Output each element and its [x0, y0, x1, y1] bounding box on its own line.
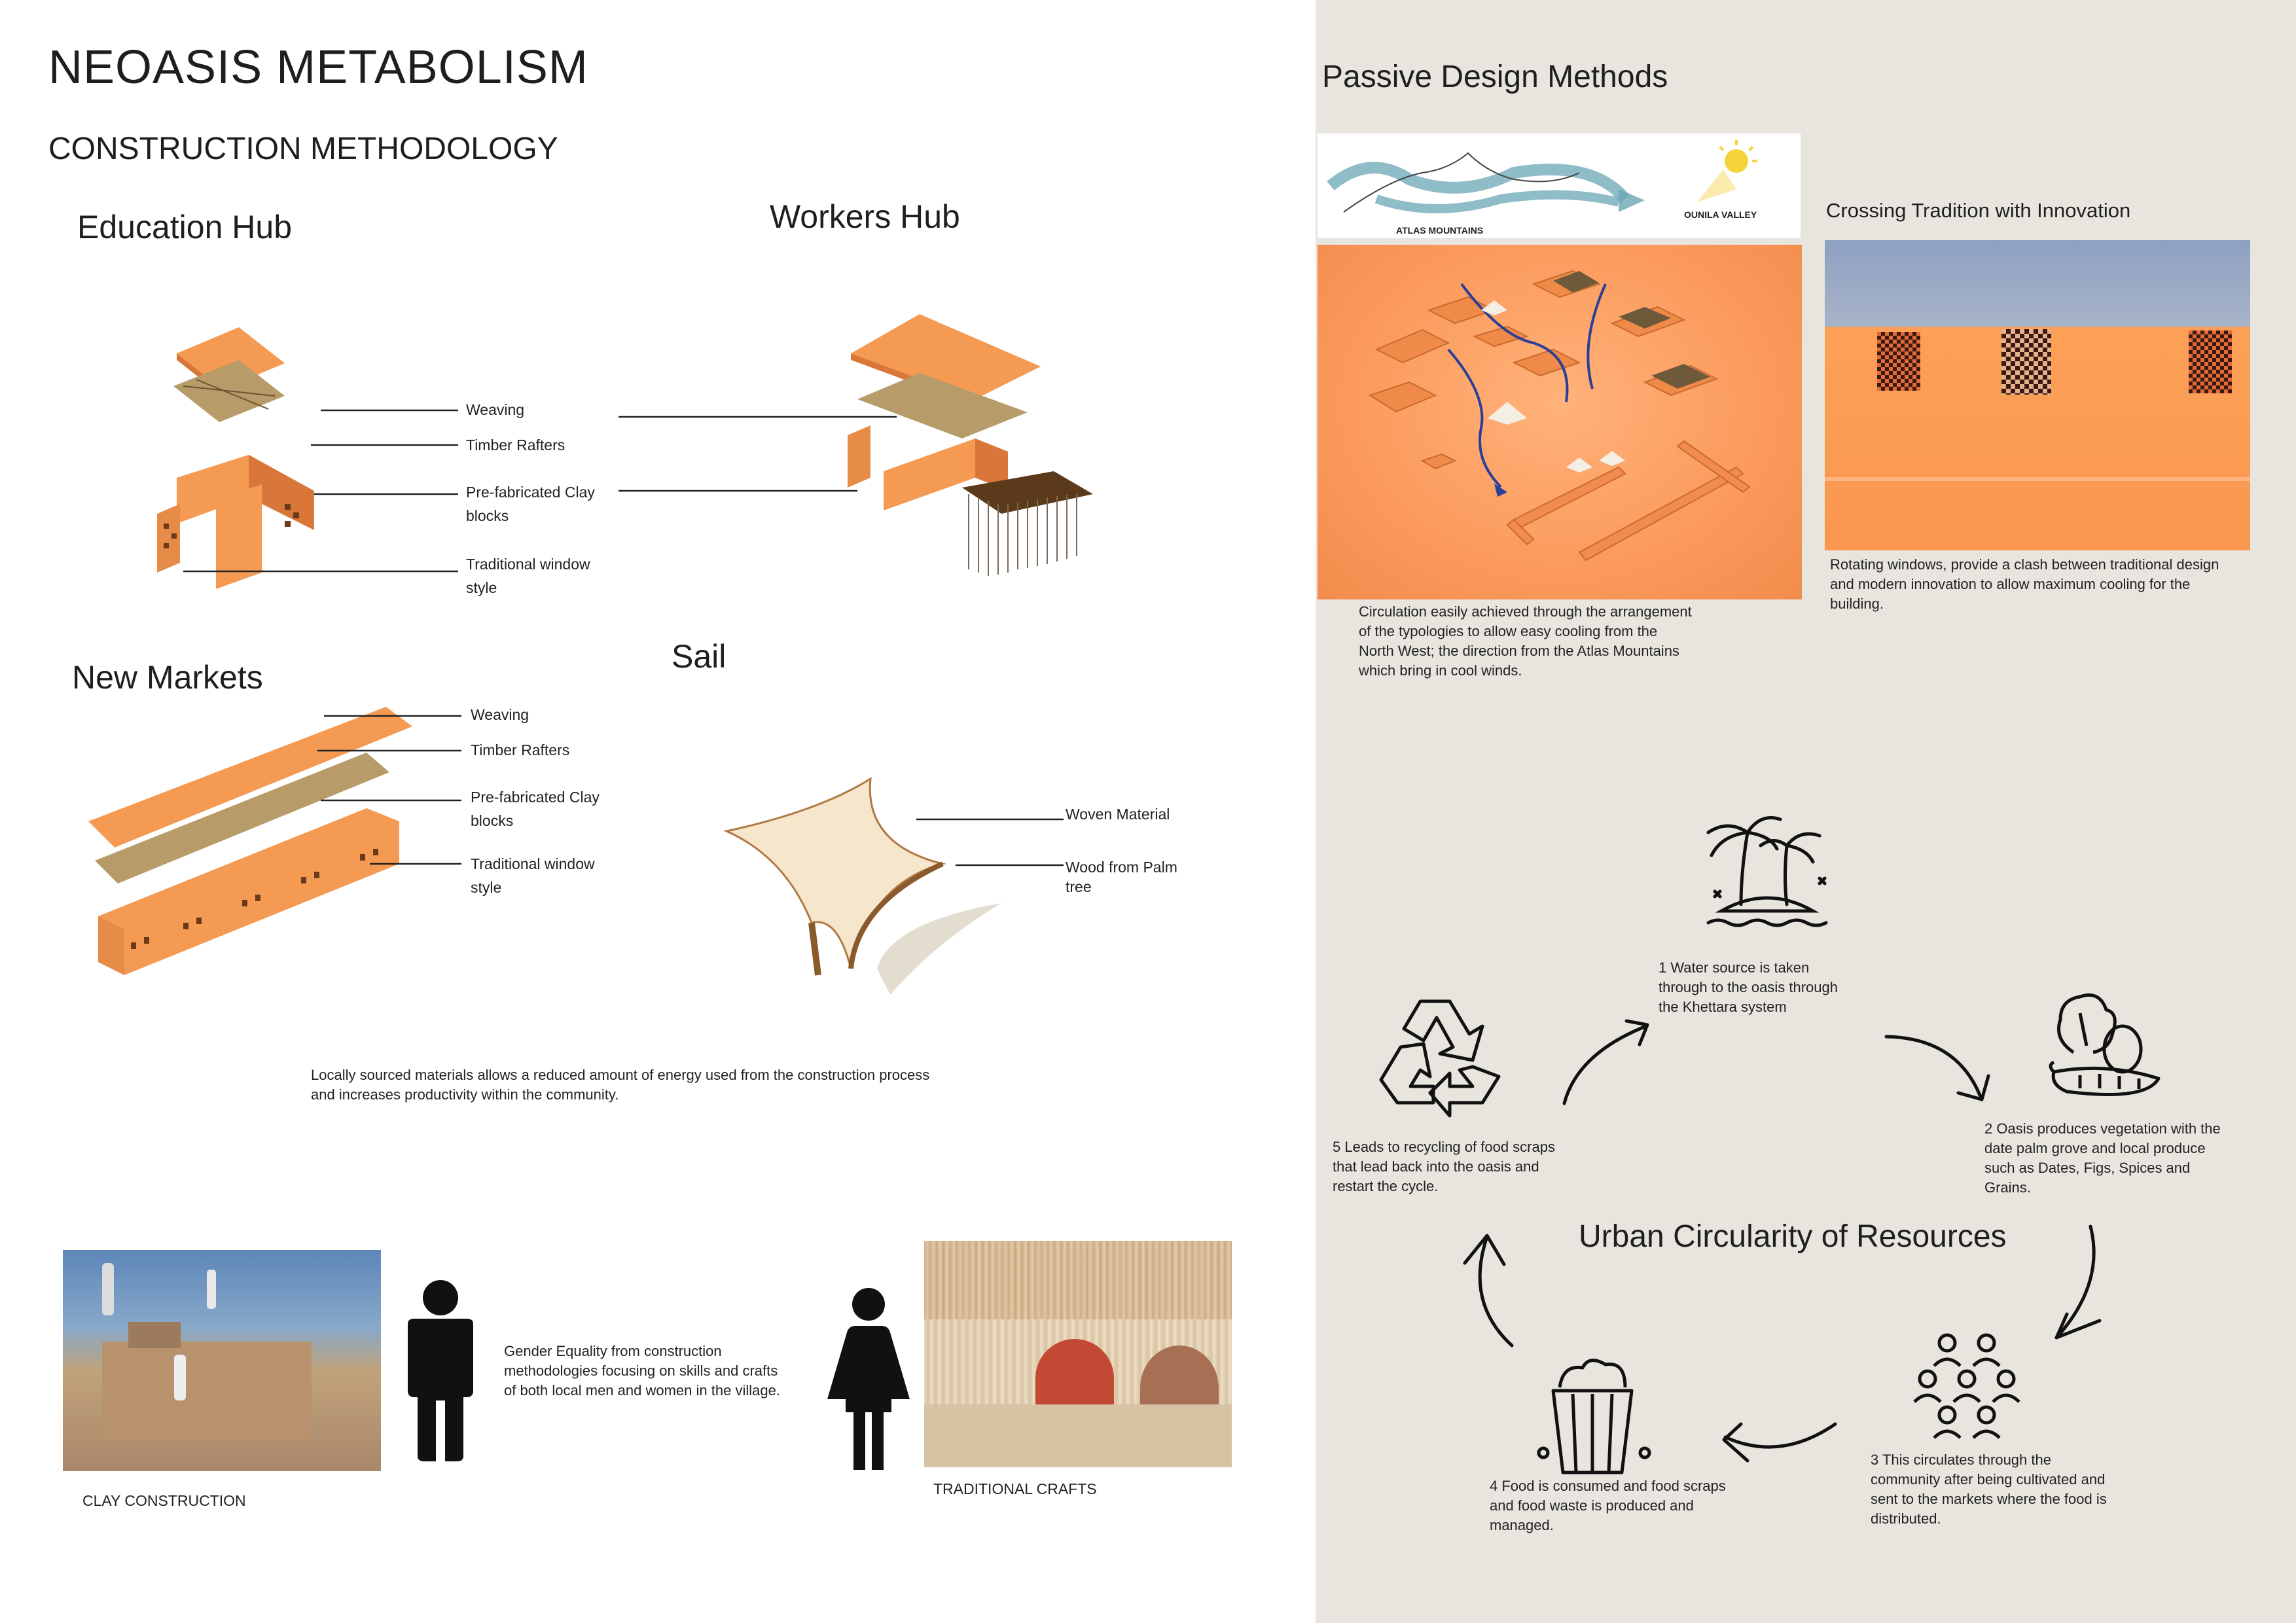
rotating-windows-render — [1825, 240, 2250, 550]
circulation-text: Circulation easily achieved through the … — [1359, 603, 1692, 679]
edu-label-clay-blocks: Pre-fabricated Clay blocks — [466, 484, 595, 524]
circ-step-1: 1 Water source is taken through to the o… — [1659, 959, 1838, 1015]
circularity-title: Urban Circularity of Resources — [1579, 1219, 2007, 1254]
workers-hub-diagram — [848, 314, 1093, 576]
recycle-icon — [1379, 999, 1501, 1118]
produce-icon — [2049, 993, 2161, 1096]
food-basket-icon — [1537, 1359, 1651, 1474]
materials-note: Locally sourced materials allows a reduc… — [311, 1067, 930, 1103]
gender-equality-text: Gender Equality from construction method… — [504, 1343, 780, 1399]
circ-step-2: 2 Oasis produces vegetation with the dat… — [1984, 1120, 2221, 1196]
sail-label-palm-wood: Wood from Palm tree — [1066, 859, 1177, 895]
passive-design-title: Passive Design Methods — [1322, 60, 1668, 94]
sail-diagram — [723, 777, 1001, 995]
clay-construction-photo — [63, 1250, 381, 1471]
new-markets-diagram — [88, 707, 412, 975]
market-label-window-style: Traditional window style — [471, 855, 595, 896]
edu-label-timber-rafters: Timber Rafters — [466, 437, 565, 454]
crossing-tradition-text: Rotating windows, provide a clash betwee… — [1830, 556, 2219, 612]
market-label-clay-blocks: Pre-fabricated Clay blocks — [471, 789, 600, 829]
edu-label-window-style: Traditional window style — [466, 556, 590, 596]
sail-title: Sail — [672, 638, 726, 675]
education-hub-diagram — [157, 327, 314, 589]
education-hub-title: Education Hub — [77, 209, 293, 245]
traditional-crafts-caption: TRADITIONAL CRAFTS — [933, 1480, 1097, 1497]
sail-label-woven-material: Woven Material — [1066, 806, 1170, 823]
crossing-tradition-title: Crossing Tradition with Innovation — [1826, 199, 2131, 222]
market-label-timber-rafters: Timber Rafters — [471, 741, 570, 758]
page-title: NEOASIS METABOLISM — [48, 41, 588, 94]
new-markets-title: New Markets — [72, 659, 263, 696]
woman-icon — [827, 1288, 910, 1470]
workers-hub-title: Workers Hub — [770, 198, 960, 235]
man-icon — [408, 1280, 473, 1461]
atlas-mountains-label: ATLAS MOUNTAINS — [1396, 225, 1484, 236]
ounila-valley-label: OUNILA VALLEY — [1684, 209, 1757, 220]
edu-label-weaving: Weaving — [466, 401, 525, 418]
circ-step-4: 4 Food is consumed and food scraps and f… — [1490, 1478, 1726, 1533]
community-icon — [1913, 1333, 2020, 1439]
market-label-weaving: Weaving — [471, 706, 529, 723]
circ-step-3: 3 This circulates through the community … — [1871, 1452, 2107, 1527]
circulation-render — [1318, 245, 1802, 599]
page-subtitle: CONSTRUCTION METHODOLOGY — [48, 132, 558, 166]
circ-step-5: 5 Leads to recycling of food scraps that… — [1333, 1139, 1555, 1194]
wind-map-image: ATLAS MOUNTAINS OUNILA VALLEY — [1318, 134, 1801, 238]
palm-island-icon — [1706, 816, 1828, 927]
clay-construction-caption: CLAY CONSTRUCTION — [82, 1492, 246, 1509]
traditional-crafts-photo — [924, 1241, 1232, 1467]
